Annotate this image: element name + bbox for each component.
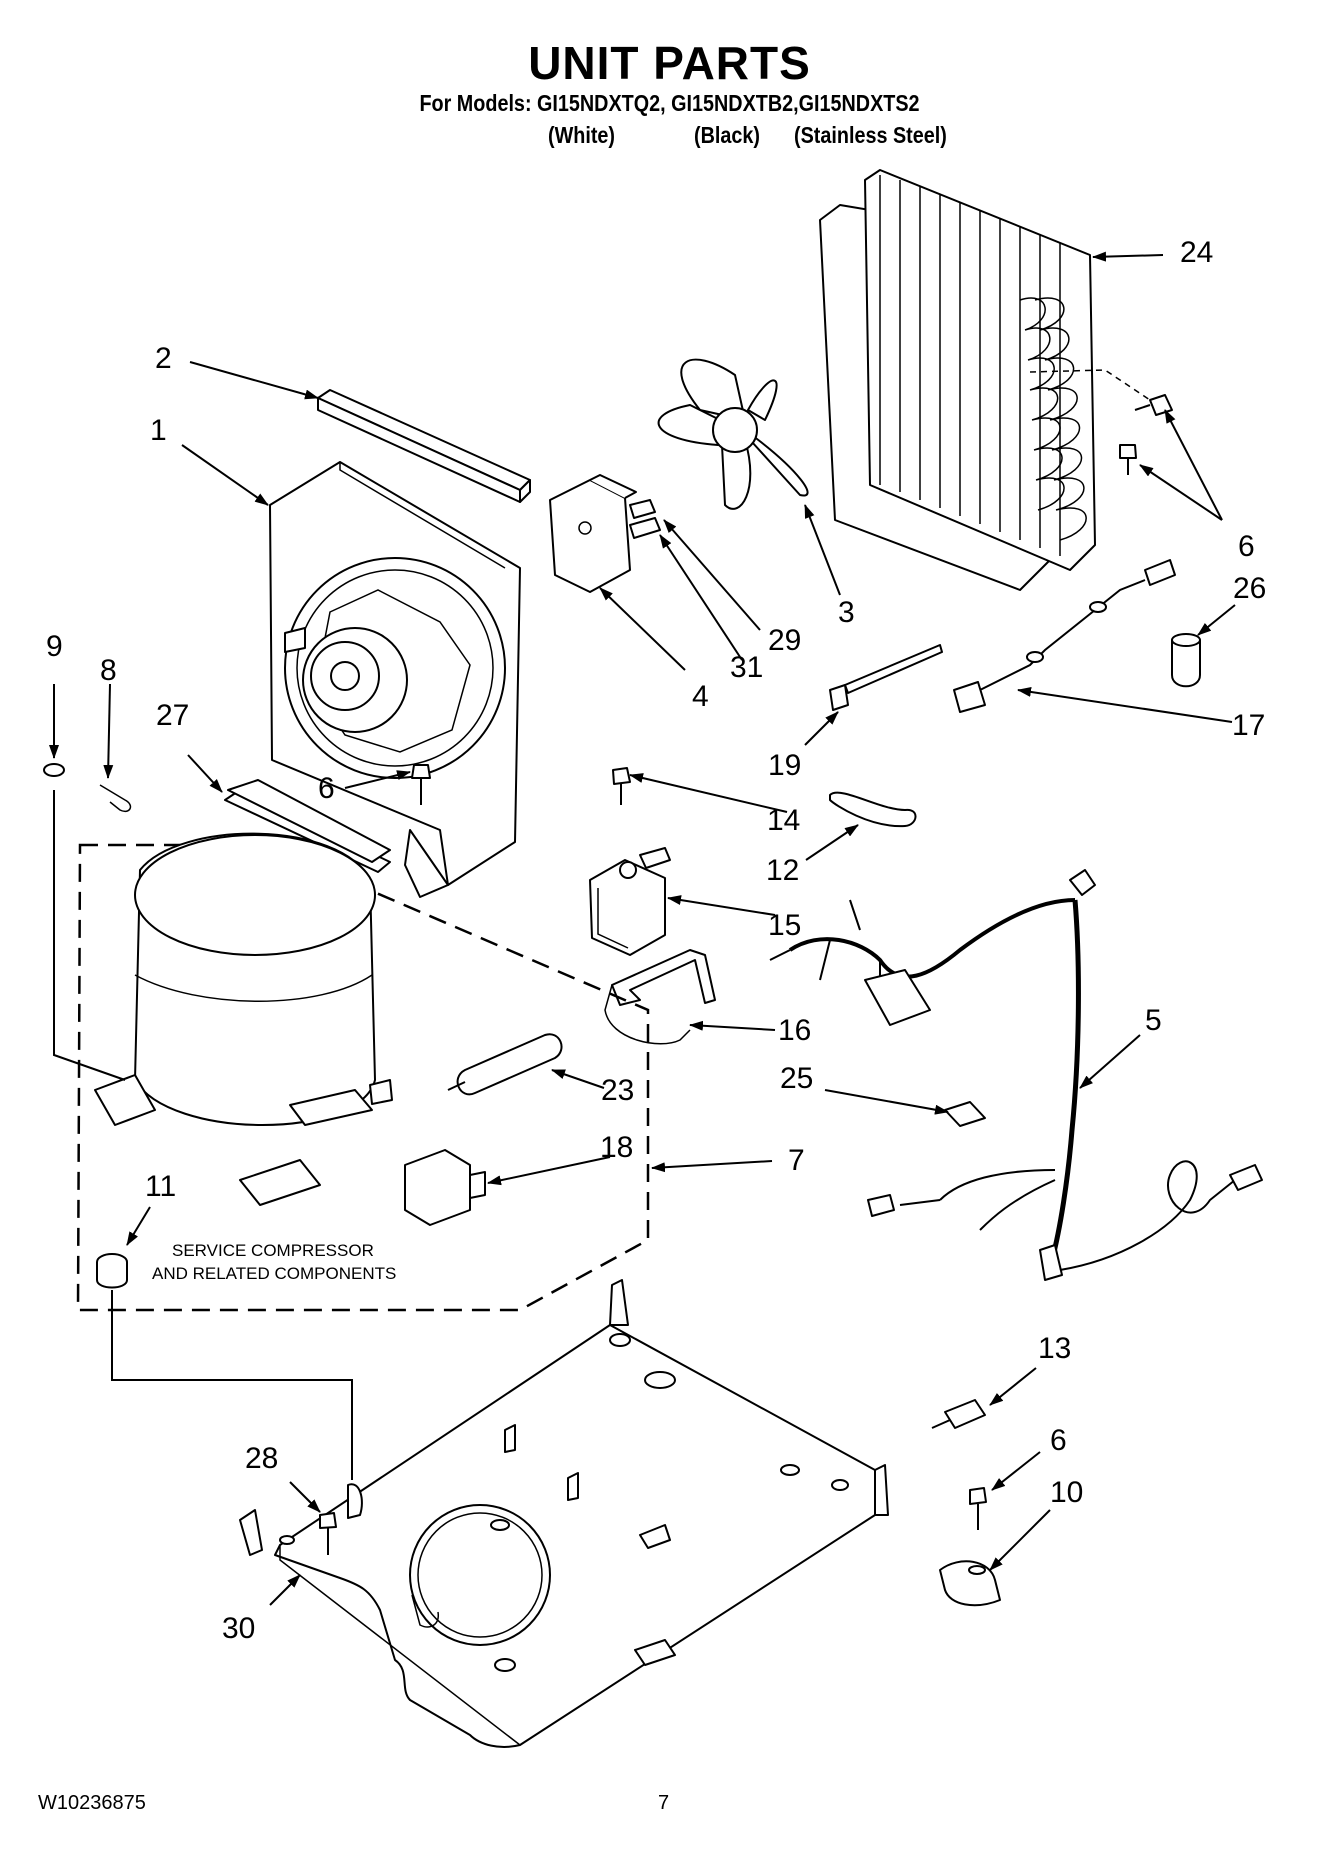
callout-25: 25: [780, 1062, 813, 1095]
model-numbers: For Models: GI15NDXTQ2, GI15NDXTB2,GI15N…: [419, 90, 920, 116]
variant-white: (White): [548, 122, 616, 148]
callout-2: 2: [155, 342, 172, 375]
variant-black: (Black): [694, 122, 760, 148]
fan-blade-part: [657, 358, 809, 510]
service-note-line2: AND RELATED COMPONENTS: [152, 1264, 396, 1283]
bracket-part: [611, 949, 716, 1006]
screw-part: [411, 764, 431, 805]
leader-lines: [49, 251, 1236, 1606]
solenoid-part: [589, 847, 671, 956]
screw-part: [969, 1487, 987, 1530]
callout-9: 9: [46, 630, 63, 663]
start-relay-part: [404, 1149, 486, 1226]
callout-29: 29: [768, 624, 801, 657]
compressor-part: [94, 832, 393, 1206]
base-pan-part: [239, 1279, 889, 1748]
clip-part: [99, 784, 132, 812]
cable-tie-part: [829, 644, 943, 711]
capacitor-part: [1171, 633, 1201, 688]
page-number: 7: [658, 1792, 670, 1814]
filter-drier-part: [447, 1033, 563, 1096]
callout-6-coil: 6: [1238, 530, 1255, 563]
wire-harness-part: [769, 869, 1263, 1281]
callout-31: 31: [730, 651, 763, 684]
screw-part: [1119, 444, 1137, 475]
callout-4: 4: [692, 680, 709, 713]
screw-part: [319, 1512, 337, 1555]
callout-17: 17: [1232, 709, 1265, 742]
callout-16: 16: [778, 1014, 811, 1047]
callout-5: 5: [1145, 1004, 1162, 1037]
leveling-leg-part: [931, 1399, 986, 1429]
callout-3: 3: [838, 596, 855, 629]
wire-clip-part: [944, 1101, 986, 1127]
condenser-coil-part: [819, 169, 1096, 591]
washer-part: [43, 763, 65, 777]
gasket-strip-part: [317, 389, 531, 503]
page-title: UNIT PARTS: [528, 37, 811, 89]
screw-part: [612, 767, 631, 805]
fan-motor-part: [549, 474, 661, 593]
service-note-line1: SERVICE COMPRESSOR: [172, 1241, 374, 1260]
drain-tube-part: [829, 791, 917, 828]
document-number: W10236875: [38, 1792, 146, 1814]
callout-12: 12: [766, 854, 799, 887]
callout-28: 28: [245, 1442, 278, 1475]
callout-11: 11: [145, 1170, 176, 1203]
callout-1: 1: [150, 414, 167, 447]
clamp-part: [939, 1560, 1001, 1607]
condenser-fan-shroud-part: [224, 461, 521, 898]
callout-24: 24: [1180, 236, 1213, 269]
mounting-pad-part: [227, 779, 391, 863]
variant-stainless: (Stainless Steel): [794, 122, 947, 148]
callout-13: 13: [1038, 1332, 1071, 1365]
callout-18: 18: [600, 1131, 633, 1164]
callout-10: 10: [1050, 1476, 1083, 1509]
callout-8: 8: [100, 654, 117, 687]
callout-23: 23: [601, 1074, 634, 1107]
callout-7: 7: [788, 1144, 805, 1177]
callout-15: 15: [768, 909, 801, 942]
callout-27: 27: [156, 699, 189, 732]
callout-19: 19: [768, 749, 801, 782]
callout-6-shroud: 6: [318, 772, 335, 805]
grommet-part: [96, 1253, 128, 1289]
callout-30: 30: [222, 1612, 255, 1645]
sensor-wire-part: [953, 559, 1176, 713]
callout-26: 26: [1233, 572, 1266, 605]
callout-6-base: 6: [1050, 1424, 1067, 1457]
callout-14: 14: [767, 804, 800, 837]
